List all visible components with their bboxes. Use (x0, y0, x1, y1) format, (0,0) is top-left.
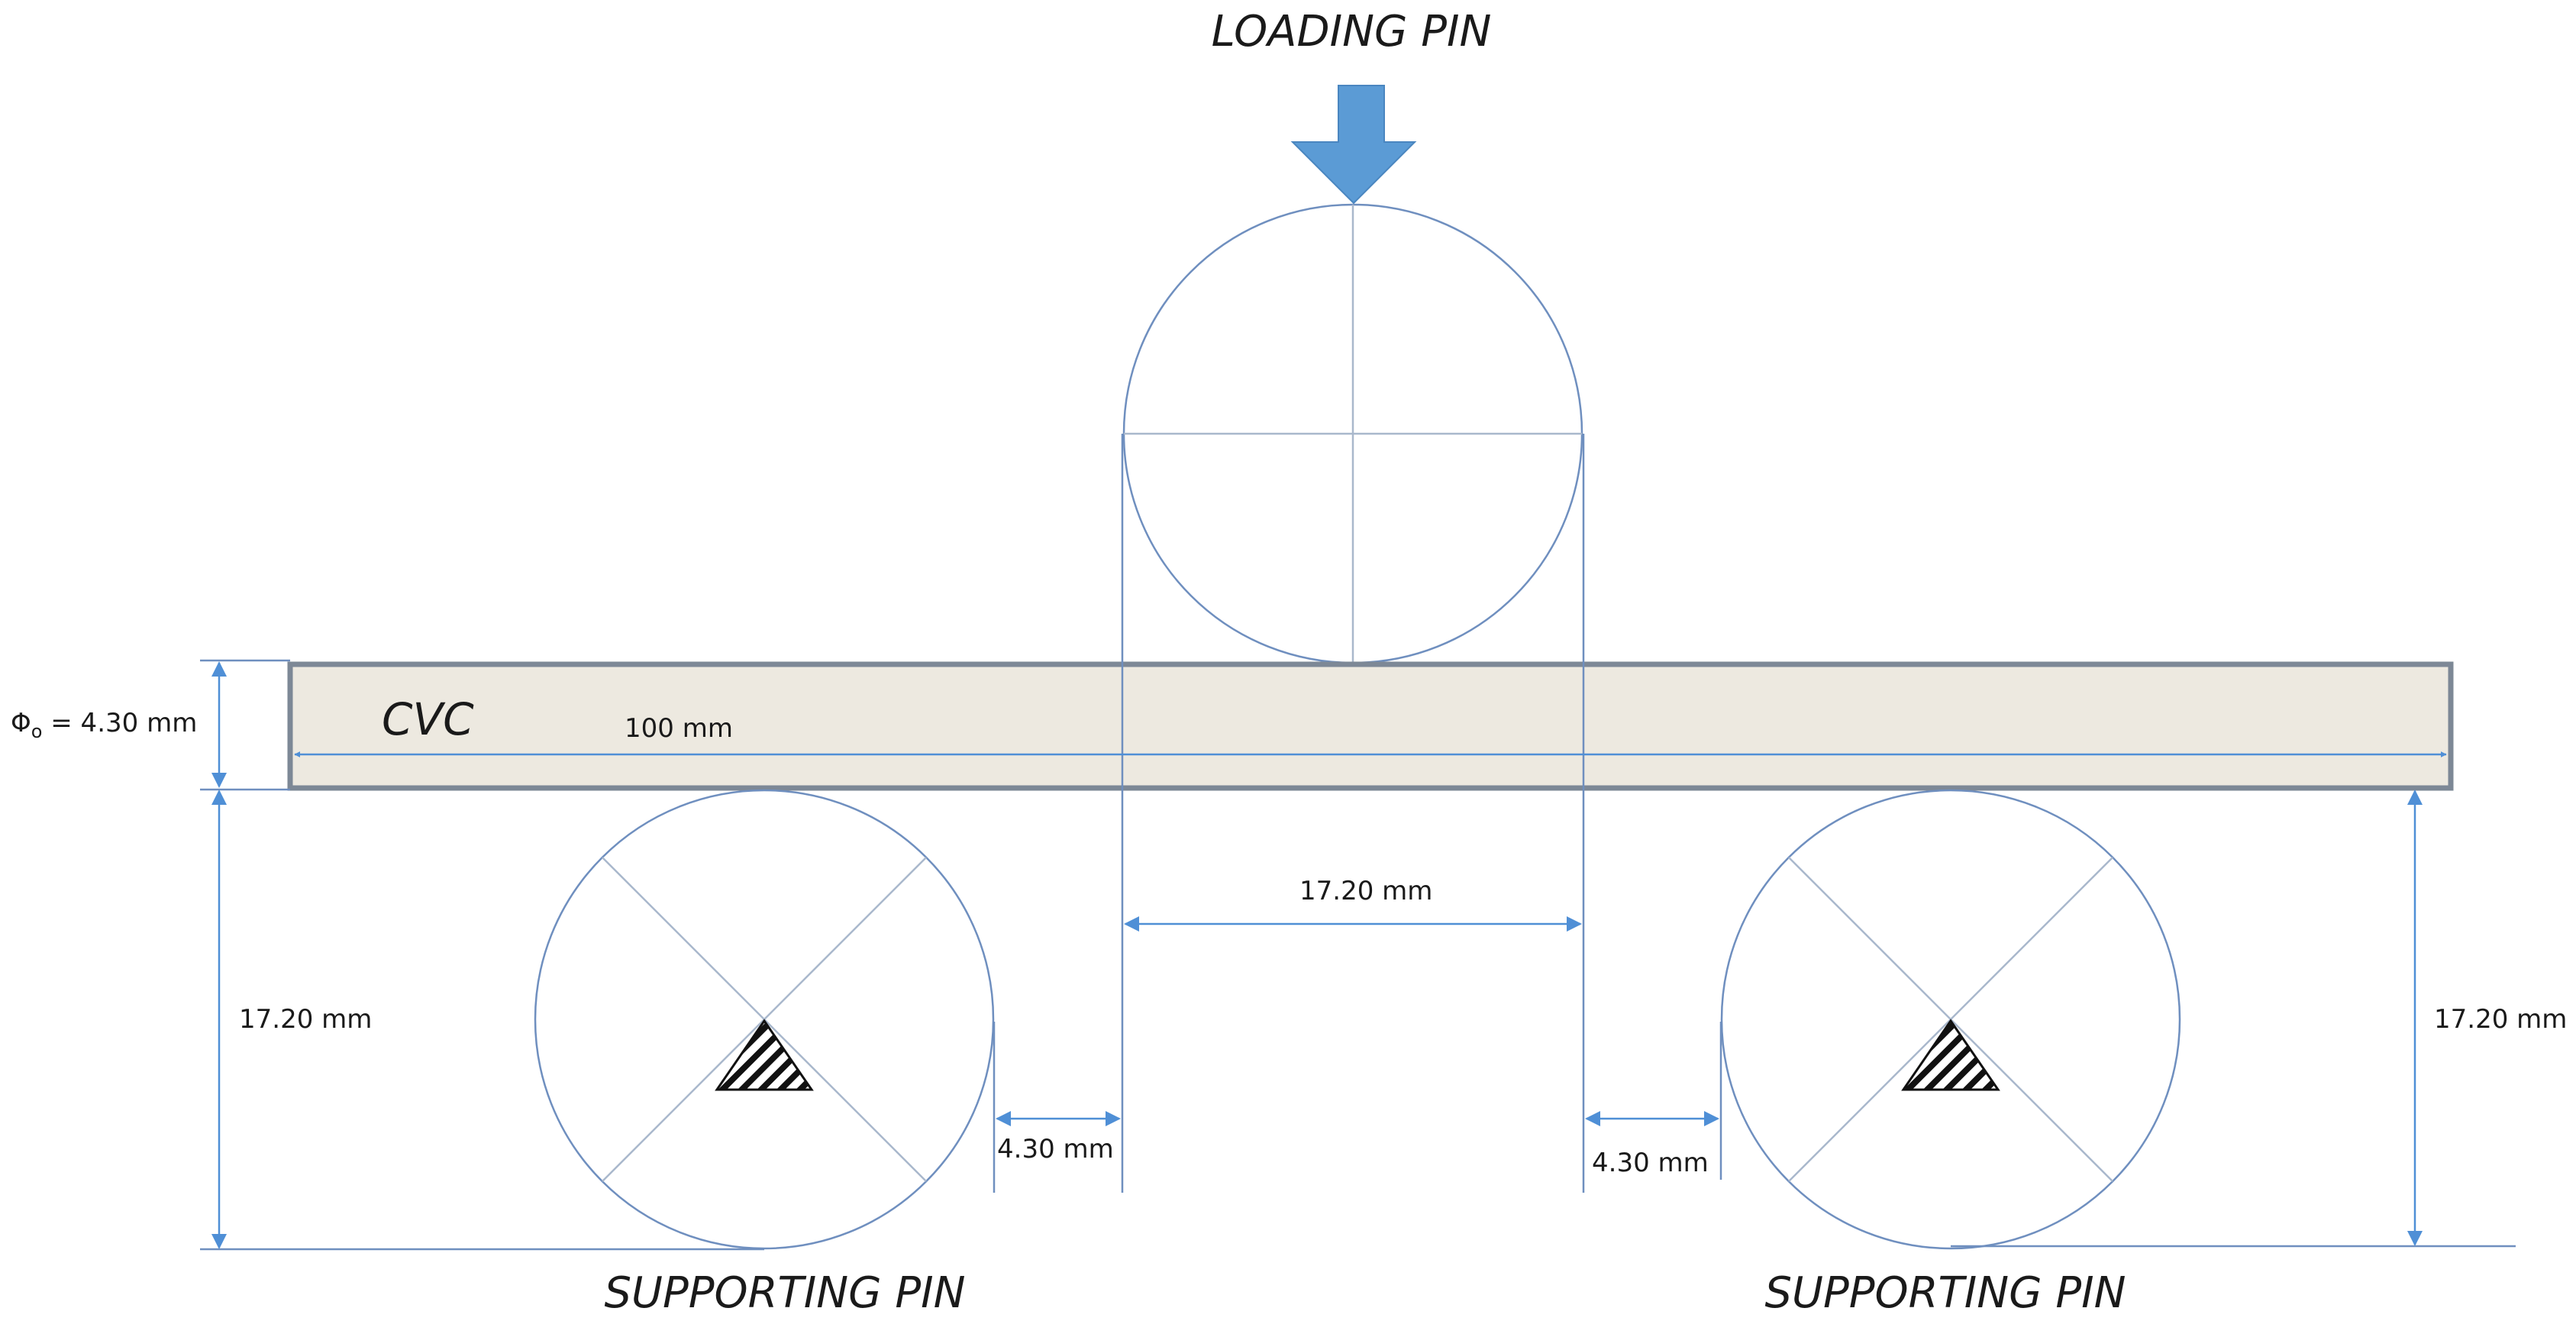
beam-length-label: 100 mm (625, 713, 733, 744)
loading-pin (1122, 203, 1583, 664)
center-span-label: 17.20 mm (1299, 876, 1432, 906)
right-gap-label: 4.30 mm (1592, 1148, 1709, 1178)
thickness-subscript: o (31, 721, 43, 742)
load-arrow-icon (1290, 85, 1417, 205)
left-gap-label: 4.30 mm (997, 1134, 1114, 1164)
specimen-beam (287, 661, 2454, 791)
supporting-pin-left-label: SUPPORTING PIN (604, 1268, 965, 1318)
support-triangle-icon (715, 1019, 814, 1091)
specimen-label: CVC (382, 693, 474, 745)
support-triangle-icon (1901, 1019, 2000, 1091)
height-right-label: 17.20 mm (2434, 1004, 2567, 1035)
supporting-pin-left (534, 789, 995, 1250)
thickness-value: = 4.30 mm (42, 708, 197, 738)
loading-pin-label: LOADING PIN (1212, 7, 1492, 57)
height-left-label: 17.20 mm (239, 1004, 372, 1035)
thickness-label: Φo = 4.30 mm (11, 708, 197, 742)
thickness-symbol: Φ (11, 708, 31, 738)
supporting-pin-right-label: SUPPORTING PIN (1764, 1268, 2126, 1318)
supporting-pin-right (1720, 789, 2181, 1250)
